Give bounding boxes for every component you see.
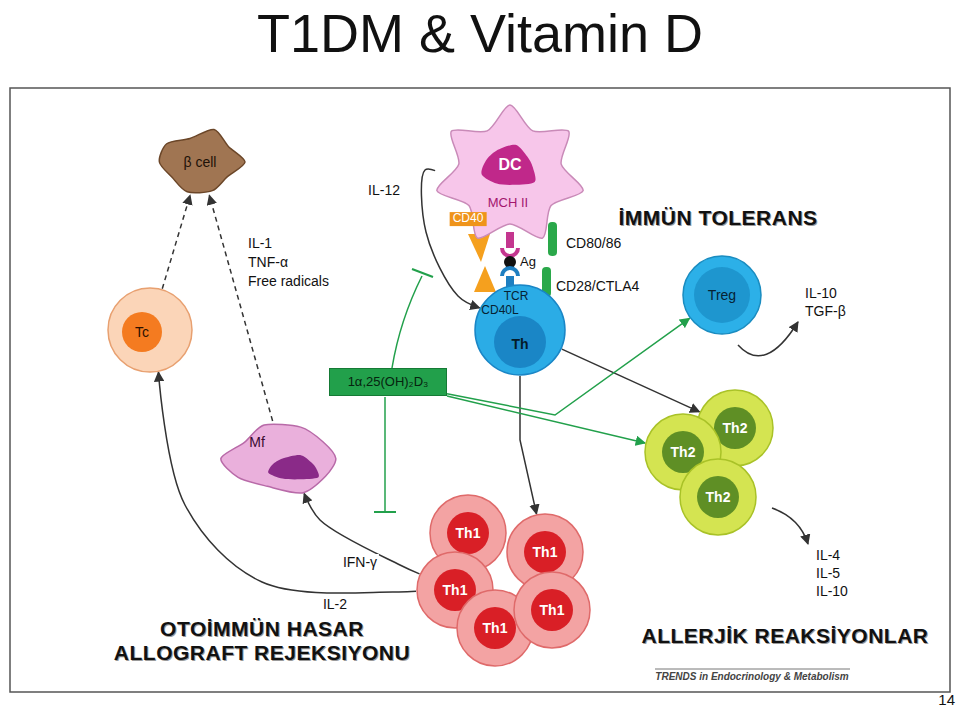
cell-nucleus xyxy=(268,454,319,479)
cell-label: Th1 xyxy=(456,525,481,541)
cytokine-label: IL-2 xyxy=(321,596,349,612)
frame xyxy=(10,88,950,692)
cell-nucleus xyxy=(524,531,566,573)
section-heading: OTOİMMÜN HASAR ALLOGRAFT REJEKSIYONU xyxy=(112,617,412,665)
cell-label: CD40L xyxy=(481,304,518,318)
pathway-arrow xyxy=(209,195,272,421)
cell-nucleus xyxy=(447,512,489,554)
annotation-label: IL-4 xyxy=(816,547,840,563)
cell-label: Mf xyxy=(249,434,265,450)
cell-nucleus xyxy=(494,316,546,368)
tcr-cup xyxy=(502,268,518,276)
cell-outline xyxy=(107,287,193,373)
cell-outline xyxy=(218,421,348,496)
cytokine-label: IL-12 xyxy=(366,182,402,198)
annotation-label: IL-1 xyxy=(248,235,272,251)
cell-nucleus xyxy=(694,267,750,323)
cell-label: Th xyxy=(511,336,528,352)
cd40l-receptor xyxy=(474,266,496,292)
inhibition-bar xyxy=(374,511,396,513)
mhc-stem xyxy=(506,232,514,248)
cell-label: Treg xyxy=(708,287,736,303)
cell-label: TCR xyxy=(504,290,529,304)
cell-nucleus xyxy=(481,145,535,185)
slide-title: T1DM & Vitamin D xyxy=(0,2,960,64)
secretion-arrow xyxy=(738,322,798,356)
cell-nucleus xyxy=(474,607,516,649)
cell-node: Th2 xyxy=(679,458,757,536)
cell-node: TCRCD40L Th xyxy=(474,284,566,376)
cell-label: Th2 xyxy=(723,420,748,436)
cell-label: CD40 xyxy=(450,212,487,226)
cell-body xyxy=(159,129,245,192)
cell-label: DC xyxy=(498,156,521,174)
annotation-label: Free radicals xyxy=(248,273,329,289)
cell-body xyxy=(437,105,583,238)
cell-node: 1α,25(OH)₂D₃ xyxy=(329,368,447,396)
cell-label: β cell xyxy=(184,154,217,170)
annotation-label: TRENDS in Endocrinology & Metabolism xyxy=(655,671,848,683)
cell-nucleus xyxy=(531,589,573,631)
cell-label: Th2 xyxy=(706,489,731,505)
cell-node: β cell xyxy=(155,128,245,196)
cell-label: Th1 xyxy=(483,620,508,636)
annotation-label: TGF-β xyxy=(805,303,846,319)
cell-label: 1α,25(OH)₂D₃ xyxy=(348,375,429,390)
mhc-cup xyxy=(502,248,518,256)
annotation-label: Ag xyxy=(520,255,536,270)
cell-node: Th1 xyxy=(513,571,591,649)
pathway-arrow xyxy=(447,396,645,443)
cell-node: Mf xyxy=(218,421,348,496)
inhibition-line xyxy=(392,276,422,368)
annotation-label: IL-10 xyxy=(805,285,837,301)
annotation-label: CD28/CTLA4 xyxy=(556,278,639,294)
cell-node: Treg xyxy=(682,255,762,335)
section-heading: ALLERJİK REAKSİYONLAR xyxy=(641,624,928,648)
cell-label: Th1 xyxy=(443,582,468,598)
cell-body xyxy=(108,288,192,372)
cell-nucleus xyxy=(697,476,739,518)
journal-rule xyxy=(655,669,850,670)
cell-body xyxy=(514,572,590,648)
cell-label: Th1 xyxy=(540,602,565,618)
annotation-label: 14 xyxy=(938,691,955,708)
cell-nucleus xyxy=(122,312,162,352)
box-outline xyxy=(330,369,447,396)
annotation-label: CD80/86 xyxy=(566,235,621,251)
inhibition-line xyxy=(384,397,386,512)
cell-body xyxy=(221,424,336,493)
inhibition-bar xyxy=(412,269,433,277)
pathway-arrow xyxy=(562,349,700,412)
cell-label: MCH II xyxy=(488,196,528,211)
cell-label: Tc xyxy=(135,324,149,340)
pathway-arrow xyxy=(520,376,537,514)
cell-body xyxy=(683,256,761,334)
pathway-arrow xyxy=(158,372,416,593)
cell-label: Th2 xyxy=(671,444,696,460)
cell-body xyxy=(475,285,565,375)
cell-node: Tc xyxy=(107,287,193,373)
cell-label: Th1 xyxy=(533,544,558,560)
cell-body xyxy=(680,459,756,535)
pathway-arrow xyxy=(304,493,419,573)
annotation-label: IL-5 xyxy=(816,565,840,581)
annotation-label: TNF-α xyxy=(248,254,288,270)
cd80-bar xyxy=(548,222,557,256)
section-heading: İMMÜN TOLERANS xyxy=(618,206,817,230)
cell-node: DC MCH IICD40 xyxy=(435,105,585,245)
cytokine-label: IFN-γ xyxy=(341,554,379,570)
secretion-arrow xyxy=(772,508,808,544)
pathway-arrow xyxy=(162,195,190,289)
annotation-label: IL-10 xyxy=(816,583,848,599)
